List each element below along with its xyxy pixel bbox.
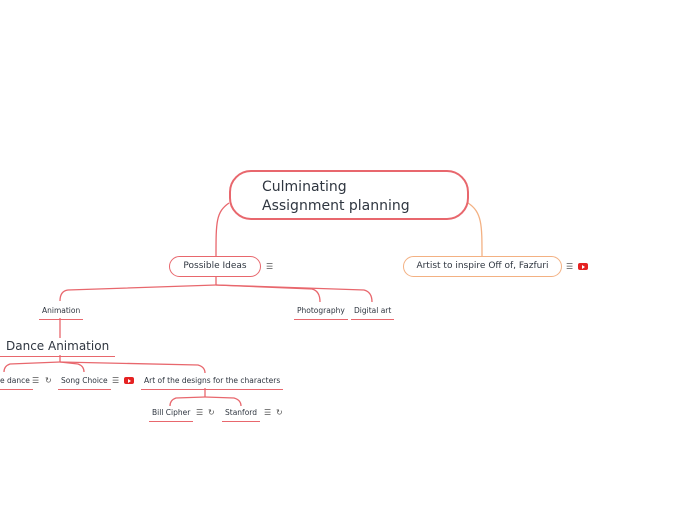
topic-song-choice-label: Song Choice — [61, 376, 108, 385]
notes-icon[interactable]: ☰ — [196, 408, 204, 417]
connector-to-art-designs — [59, 361, 206, 374]
topic-artist-label: Artist to inspire Off of, Fazfuri — [416, 261, 549, 271]
topic-dance-animation[interactable]: Dance Animation — [0, 338, 116, 357]
topic-possible-ideas-label: Possible Ideas — [183, 261, 247, 271]
topic-possible-ideas[interactable]: Possible Ideas — [169, 256, 261, 277]
connector-to-photography — [215, 284, 321, 303]
topic-art-designs-label: Art of the designs for the characters — [144, 376, 281, 385]
topic-digital-art[interactable]: Digital art — [351, 305, 395, 320]
link-icon[interactable]: ↻ — [208, 408, 215, 417]
topic-digital-art-label: Digital art — [354, 306, 392, 315]
link-icon[interactable]: ↻ — [45, 376, 52, 385]
connector-root-possible-ideas — [215, 202, 230, 257]
notes-icon[interactable]: ☰ — [266, 262, 274, 271]
notes-icon[interactable]: ☰ — [32, 376, 40, 385]
topic-stanford-label: Stanford — [225, 408, 257, 417]
topic-photography-label: Photography — [297, 306, 345, 315]
topic-song-choice[interactable]: Song Choice — [58, 375, 111, 390]
connector-to-song-choice — [59, 361, 85, 373]
topic-bill-cipher-label: Bill Cipher — [152, 408, 191, 417]
connector-to-stanford — [204, 396, 242, 407]
topic-bill-cipher[interactable]: Bill Cipher — [149, 407, 194, 422]
connector-to-digital-art — [215, 284, 373, 303]
connector-to-animation — [59, 284, 217, 302]
topic-animation-label: Animation — [42, 306, 81, 315]
topic-the-dance-label: e dance — [0, 376, 30, 385]
topic-photography[interactable]: Photography — [294, 305, 348, 320]
root-topic[interactable]: Culminating Assignment planning — [229, 170, 469, 220]
notes-icon[interactable]: ☰ — [566, 262, 574, 271]
topic-stanford[interactable]: Stanford — [222, 407, 260, 422]
youtube-icon[interactable] — [578, 263, 588, 270]
notes-icon[interactable]: ☰ — [112, 376, 120, 385]
notes-icon[interactable]: ☰ — [264, 408, 272, 417]
topic-dance-animation-label: Dance Animation — [6, 339, 110, 353]
youtube-icon[interactable] — [124, 377, 134, 384]
topic-animation[interactable]: Animation — [39, 305, 84, 320]
topic-art-designs[interactable]: Art of the designs for the characters — [141, 375, 284, 390]
connector-root-artist — [467, 202, 483, 257]
connector-to-the-dance — [3, 361, 61, 373]
root-title-line-1: Culminating — [262, 179, 347, 195]
connector-to-bill — [169, 396, 206, 407]
link-icon[interactable]: ↻ — [276, 408, 283, 417]
topic-artist[interactable]: Artist to inspire Off of, Fazfuri — [403, 256, 562, 277]
topic-the-dance[interactable]: e dance — [0, 375, 33, 390]
root-title-line-2: Assignment planning — [262, 198, 410, 214]
